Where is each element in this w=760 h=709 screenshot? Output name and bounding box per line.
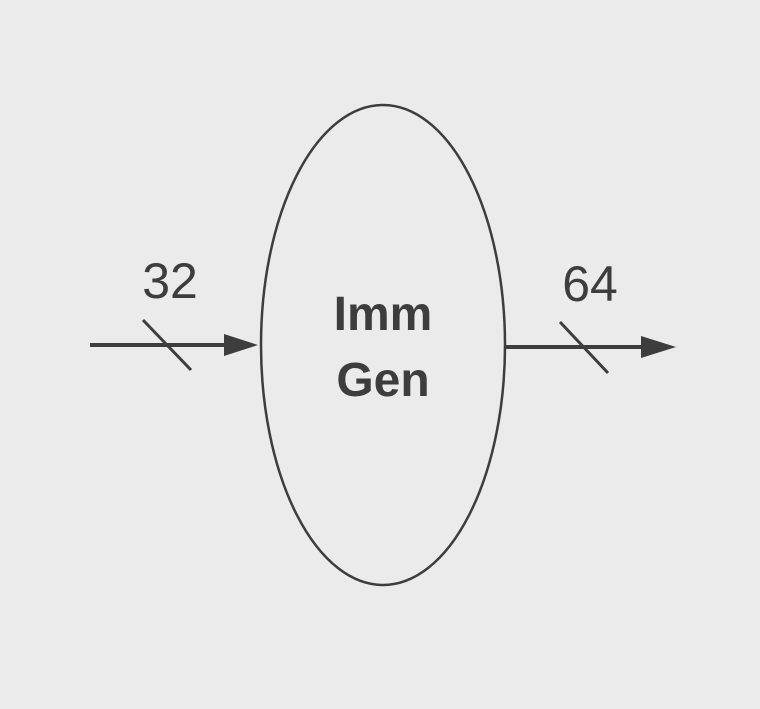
input-bit-width-label: 32: [142, 253, 198, 309]
input-arrowhead: [224, 334, 258, 356]
imm-gen-unit: Imm Gen: [259, 103, 507, 587]
output-bit-width-label: 64: [562, 256, 618, 312]
input-bus: 32: [90, 253, 258, 372]
imm-gen-ellipse: [259, 103, 507, 587]
input-bus-slash: [141, 318, 193, 372]
output-bus: 64: [505, 256, 676, 375]
imm-gen-label-line2: Gen: [336, 354, 429, 407]
output-bus-slash: [558, 320, 610, 375]
output-arrowhead: [641, 336, 676, 358]
imm-gen-label-line1: Imm: [334, 288, 433, 341]
